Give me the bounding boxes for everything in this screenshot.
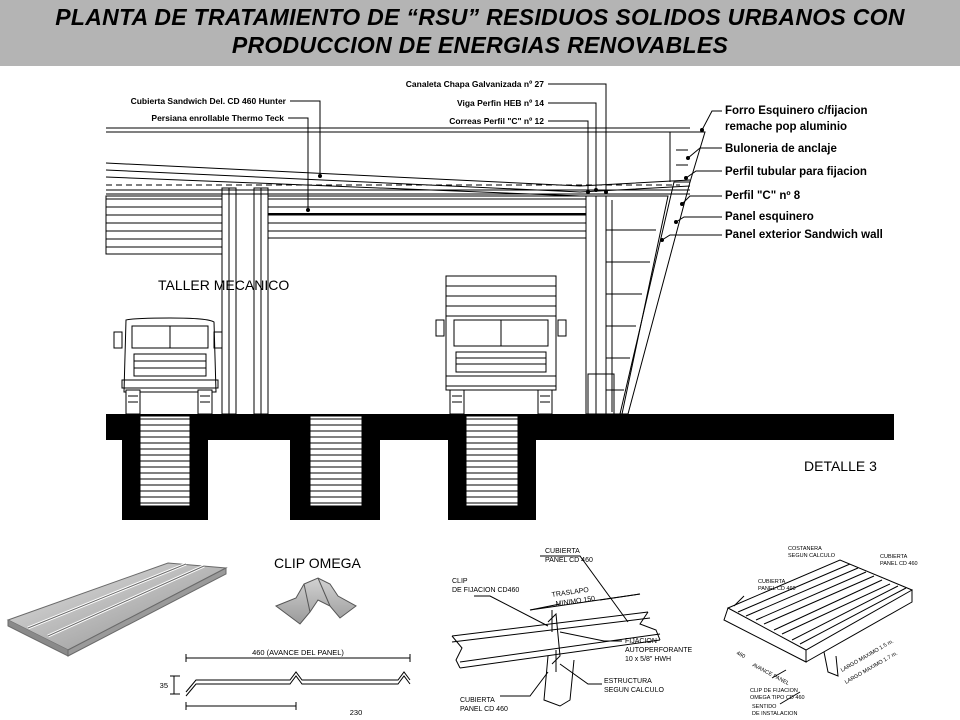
joint-fijacion-2: AUTOPERFORANTE: [625, 647, 692, 654]
leader-dots: [306, 128, 704, 242]
profile-height-dim: 35: [160, 681, 168, 690]
joint-estructura-1: ESTRUCTURA: [604, 678, 652, 685]
truck-left: [113, 317, 223, 415]
title-bar: PLANTA DE TRATAMIENTO DE “RSU” RESIDUOS …: [0, 0, 960, 66]
joint-fijacion-1: FIJACION: [625, 638, 657, 645]
iso-dim-460: 460: [735, 650, 746, 660]
label-forro-2: remache pop aluminio: [725, 121, 847, 133]
label-cubierta: Cubierta Sandwich Del. CD 460 Hunter: [131, 96, 287, 106]
pit-right: [465, 415, 519, 507]
joint-cubierta-top-1: CUBIERTA: [545, 548, 580, 555]
iso-costanera-1: COSTANERA: [788, 546, 822, 552]
roof-panel: [105, 127, 691, 197]
truck-right: [435, 275, 567, 415]
profile-pitch-dim: 230: [350, 708, 363, 717]
label-correas: Correas Perfil "C" nº 12: [449, 116, 544, 126]
label-panel-exterior: Panel exterior Sandwich wall: [725, 229, 883, 241]
iso-clip-2: OMEGA TIPO CD 460: [750, 695, 805, 701]
iso-sentido-2: DE INSTALACION: [752, 711, 797, 717]
clip-omega-title: CLIP OMEGA: [274, 555, 362, 571]
detail-label: DETALLE 3: [804, 458, 877, 474]
joint-cubierta-bot-2: PANEL CD 460: [460, 706, 508, 713]
joint-estructura-2: SEGUN CALCULO: [604, 687, 664, 694]
panel-profile: [170, 654, 411, 710]
label-perfil-c: Perfil "C" nº 8: [725, 190, 801, 202]
iso-cubierta-r-1: CUBIERTA: [880, 554, 908, 560]
iso-cubierta-r-2: PANEL CD 460: [880, 561, 918, 567]
iso-costanera-2: SEGUN CALCULO: [788, 553, 836, 559]
joint-fijacion-3: 10 x 5/8" HWH: [625, 656, 671, 663]
clip-omega-piece: [274, 577, 357, 625]
technical-drawing: Cubierta Sandwich Del. CD 460 Hunter Per…: [6, 79, 918, 717]
rolling-shutter-left: [105, 195, 223, 255]
joint-cubierta-top-2: PANEL CD 460: [545, 557, 593, 564]
joint-clip-2: DE FIJACION CD460: [452, 587, 519, 594]
joint-detail: [451, 555, 661, 707]
label-canaleta: Canaleta Chapa Galvanizada nº 27: [406, 79, 544, 89]
iso-cubierta-l-1: CUBIERTA: [758, 579, 786, 585]
pit-center: [309, 415, 363, 507]
iso-avance: AVANCE PANEL: [751, 662, 790, 687]
profile-width-dim: 460 (AVANCE DEL PANEL): [252, 648, 344, 657]
label-viga: Viga Perfin HEB nº 14: [457, 98, 544, 108]
joint-cubierta-bot-1: CUBIERTA: [460, 697, 495, 704]
iso-sentido-1: SENTIDO: [752, 704, 777, 710]
workshop-label: TALLER MECANICO: [158, 277, 289, 293]
joint-clip-1: CLIP: [452, 578, 468, 585]
title-line-1: PLANTA DE TRATAMIENTO DE “RSU” RESIDUOS …: [55, 4, 905, 30]
leader-lines: [288, 83, 722, 241]
pit-left: [139, 415, 191, 507]
iso-installation-detail: [723, 559, 914, 705]
roof-panel-perspective: [6, 562, 228, 657]
title-line-2: PRODUCCION DE ENERGIAS RENOVABLES: [231, 32, 729, 58]
rolling-shutter-right: [267, 195, 587, 239]
label-persiana: Persiana enrollable Thermo Teck: [151, 113, 284, 123]
label-perfil-tubular: Perfil tubular para fijacion: [725, 166, 867, 178]
building-section: [105, 127, 706, 415]
ground-slab: [106, 414, 894, 520]
label-forro-1: Forro Esquinero c/fijacion: [725, 105, 868, 117]
label-buloneria: Buloneria de anclaje: [725, 143, 837, 155]
label-panel-esquinero: Panel esquinero: [725, 211, 814, 223]
iso-cubierta-l-2: PANEL CD 460: [758, 586, 796, 592]
iso-clip-1: CLIP DE FIJACION: [750, 688, 798, 694]
